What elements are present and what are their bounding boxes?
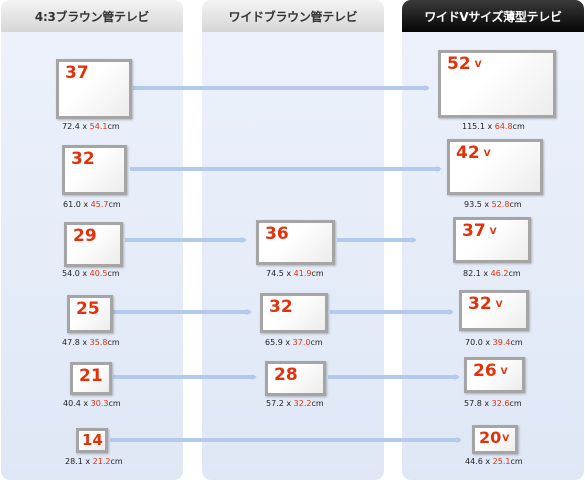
dimensions-4x3-29: 54.0 x 40.5cm <box>62 269 120 278</box>
dimensions-flat-20: 44.6 x 25.1cm <box>465 457 523 466</box>
tv-wide-28: 28 <box>265 361 326 396</box>
tv-wide-36: 36 <box>256 220 335 265</box>
dimensions-flat-26: 57.8 x 32.6cm <box>464 399 522 408</box>
size-number: 21 <box>79 366 103 386</box>
tv-4x3-25: 25 <box>67 295 113 333</box>
size-number: 32 <box>269 297 293 317</box>
dimensions-4x3-25: 47.8 x 35.8cm <box>62 338 120 347</box>
dimensions-4x3-21: 40.4 x 30.3cm <box>63 399 121 408</box>
size-number: 14 <box>82 431 103 449</box>
dimensions-4x3-37: 72.4 x 54.1cm <box>62 122 120 131</box>
tv-flat-20: 20V <box>472 425 518 454</box>
dimensions-4x3-14: 28.1 x 21.2cm <box>65 457 123 466</box>
dimensions-wide-28: 57.2 x 32.2cm <box>266 399 324 408</box>
dimensions-flat-37: 82.1 x 46.2cm <box>463 269 521 278</box>
dimensions-wide-32: 65.9 x 37.0cm <box>265 338 323 347</box>
column-header-4x3: 4:3ブラウン管テレビ <box>1 0 183 32</box>
size-number: 20V <box>479 428 510 447</box>
tv-4x3-32: 32 <box>62 145 127 195</box>
tv-4x3-29: 29 <box>64 222 123 267</box>
column-header-wide-flat: ワイドVサイズ薄型テレビ <box>402 0 584 32</box>
tv-4x3-37: 37 <box>56 59 132 119</box>
dimensions-wide-36: 74.5 x 41.9cm <box>266 269 324 278</box>
dimensions-flat-32: 70.0 x 39.4cm <box>465 338 523 347</box>
size-number: 36 <box>265 224 289 244</box>
dimensions-flat-42: 93.5 x 52.8cm <box>464 200 522 209</box>
size-number: 32 <box>71 149 95 169</box>
size-number: 29 <box>73 226 97 246</box>
column-header-wide-crt: ワイドブラウン管テレビ <box>202 0 384 32</box>
size-number: 25 <box>76 299 100 319</box>
dimensions-4x3-32: 61.0 x 45.7cm <box>63 200 121 209</box>
size-number: 28 <box>274 365 298 385</box>
tv-4x3-21: 21 <box>70 362 112 395</box>
dimensions-flat-52: 115.1 x 64.8cm <box>462 122 525 131</box>
size-number: 37 <box>65 63 89 83</box>
tv-wide-32: 32 <box>260 293 328 333</box>
tv-4x3-14: 14 <box>76 428 108 453</box>
